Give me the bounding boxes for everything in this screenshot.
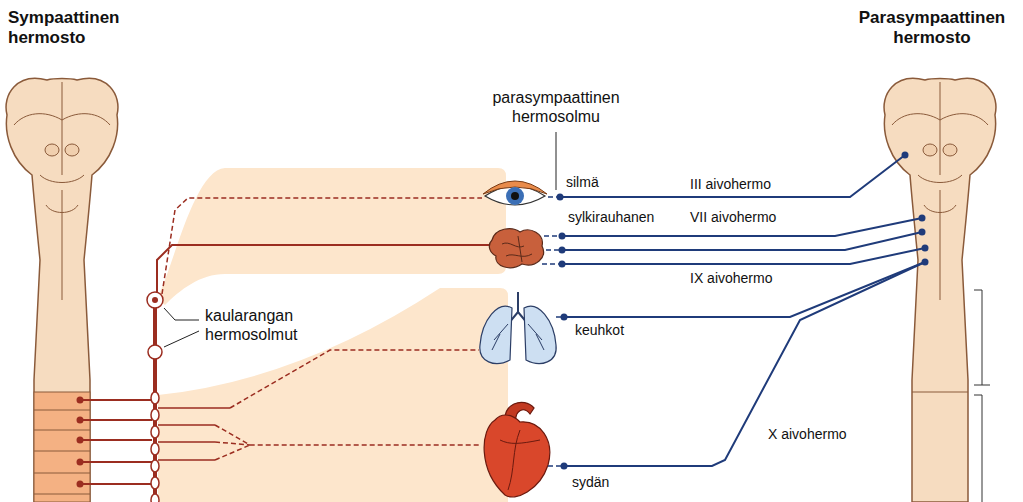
salivary-detail [502, 236, 532, 262]
brainstem-detail [923, 144, 937, 156]
sympathetic-fibre [157, 245, 489, 292]
nucleus-dot [919, 229, 926, 236]
spinal-dot [77, 459, 84, 466]
organ-label: keuhkot [575, 322, 624, 339]
chain-ganglion [151, 426, 159, 438]
nucleus-dot [922, 259, 929, 266]
cranial-nerve [564, 262, 925, 317]
organ-label: sydän [572, 474, 609, 491]
leader-line [556, 132, 557, 190]
chain-ganglion [151, 460, 159, 472]
lung [524, 306, 556, 363]
spinal-dot [77, 417, 84, 424]
nucleus-dot [902, 152, 909, 159]
cranial-nerve [562, 248, 925, 264]
spinal-nerves [80, 400, 152, 484]
ganglion-dot [559, 247, 566, 254]
nerve-label: III aivohermo [690, 176, 771, 193]
lung [480, 306, 512, 363]
cervical-ganglion-dot [152, 297, 158, 303]
iris [506, 187, 524, 205]
brainstem [884, 78, 996, 502]
spinal-dot [77, 437, 84, 444]
ganglion-dots [557, 152, 929, 470]
brainstem-detail [65, 144, 79, 156]
ganglion-label: parasympaattinen hermosolmu [468, 88, 644, 126]
bracket [974, 290, 990, 502]
cervical-ganglion [148, 345, 162, 359]
leader-line [164, 308, 199, 347]
ganglion-dot [561, 314, 568, 321]
brainstem-detail [14, 82, 110, 300]
sympathetic-fibre [158, 408, 230, 460]
ganglion-dot [559, 261, 566, 268]
chain-ganglion [151, 409, 159, 421]
cranial-nerve [562, 232, 922, 250]
chain-ganglion [151, 477, 159, 489]
brainstem [6, 78, 118, 502]
salivary-gland [489, 229, 543, 268]
nerve-label: VII aivohermo [690, 209, 776, 226]
chain-ganglion [151, 392, 159, 404]
heart-detail [500, 430, 540, 490]
spinal-dot [77, 397, 84, 404]
nucleus-dot [919, 215, 926, 222]
brainstem-detail [943, 144, 957, 156]
brainstem-detail [892, 82, 988, 392]
bronchi [492, 324, 544, 350]
sympathetic-band [158, 288, 508, 502]
cervical-ganglion [147, 292, 163, 308]
organ-label: sylkirauhanen [568, 209, 654, 226]
cranial-nerve [560, 155, 905, 197]
nucleus-dot [922, 245, 929, 252]
cranial-nerve [564, 262, 925, 466]
segment-lines [34, 410, 90, 494]
heart [484, 415, 550, 497]
chain-ganglia [151, 392, 159, 502]
ganglion-dot [561, 463, 568, 470]
ganglion-dot [557, 194, 564, 201]
chain-ganglion [151, 443, 159, 455]
spinal-dot [77, 481, 84, 488]
ganglion-label: kaularangan hermosolmut [205, 306, 340, 344]
sympathetic-band [158, 168, 506, 305]
pupil [511, 192, 519, 200]
ganglion-dot [559, 233, 566, 240]
brainstem-detail [45, 144, 59, 156]
chain-ganglion [151, 494, 159, 502]
sympathetic-fibre [215, 350, 479, 460]
thoracic-segments [34, 392, 90, 502]
nerve-label: IX aivohermo [690, 270, 772, 287]
nerve-label: X aivohermo [768, 426, 847, 443]
organ-label: silmä [566, 174, 599, 191]
system-heading: Sympaattinen hermosto [8, 8, 138, 49]
system-heading: Parasympaattinen hermosto [846, 8, 1018, 49]
